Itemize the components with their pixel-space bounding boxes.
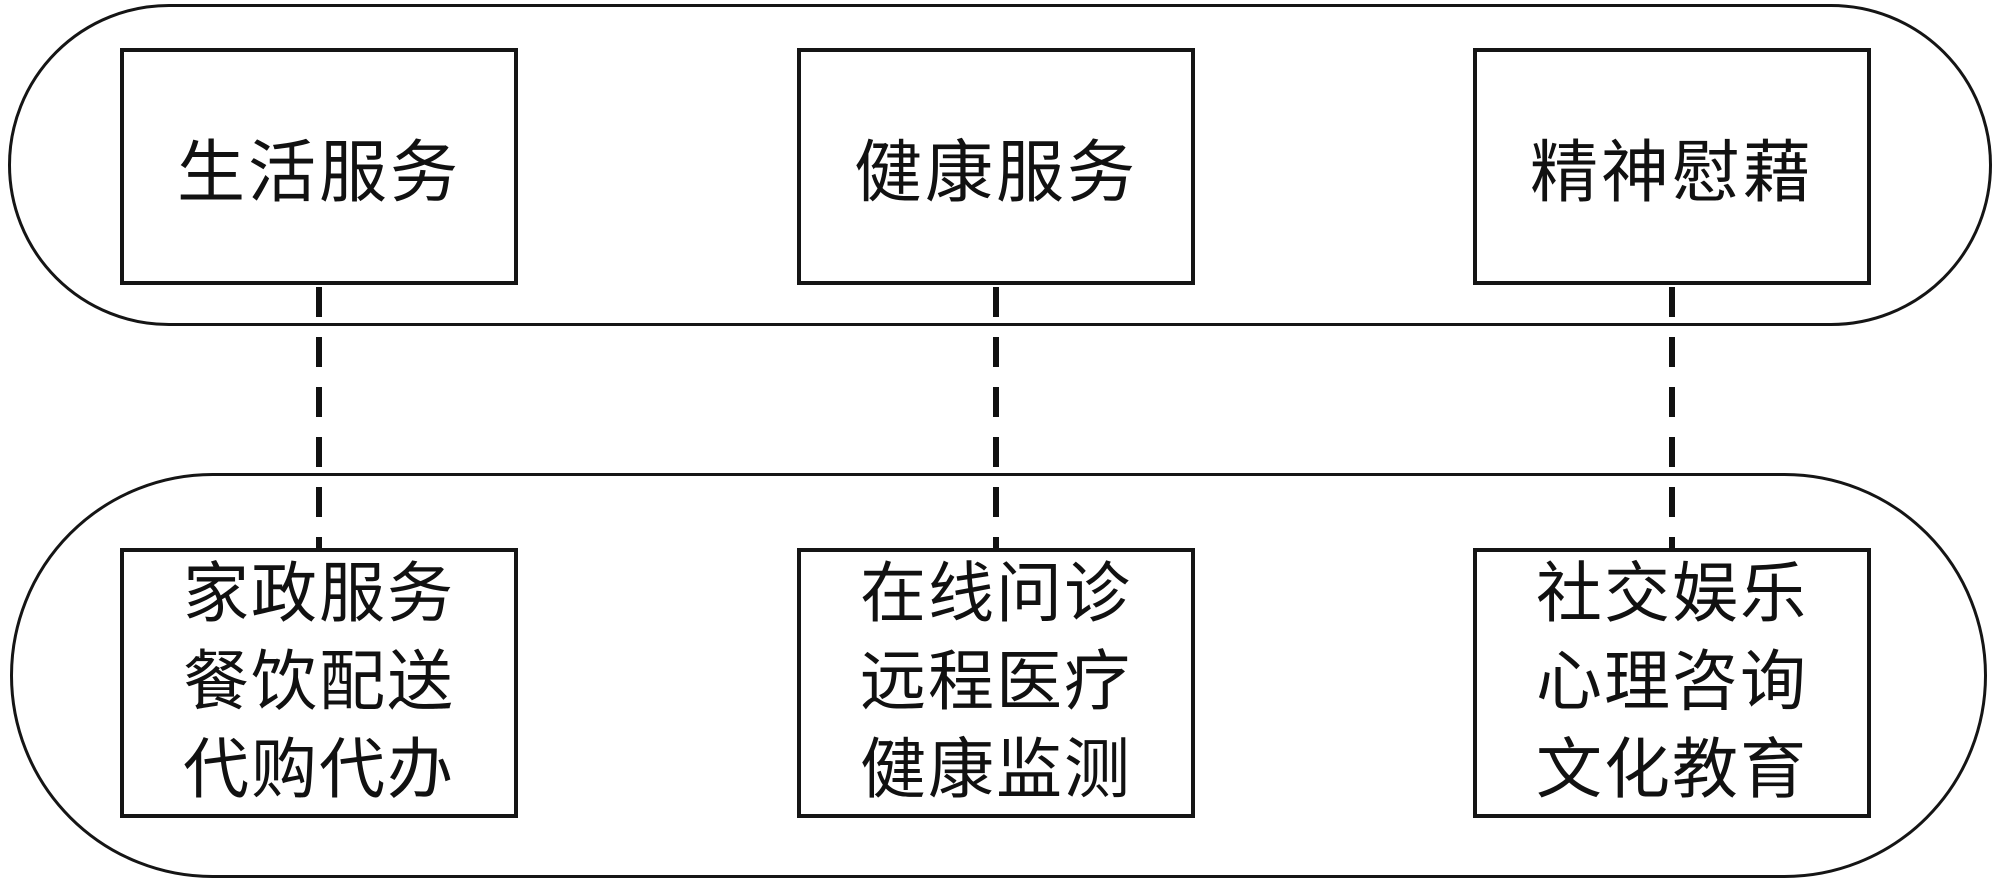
category-box-life-services: 生活服务 (120, 48, 518, 285)
sub-service-label: 心理咨询 (1536, 646, 1808, 719)
top-categories-group-outline (8, 4, 1992, 326)
sub-service-label: 社交娱乐 (1536, 558, 1808, 631)
category-label: 生活服务 (176, 135, 461, 211)
category-box-health-services: 健康服务 (797, 48, 1195, 285)
sub-services-box-spiritual: 社交娱乐 心理咨询 文化教育 (1473, 548, 1871, 818)
sub-services-box-life: 家政服务 餐饮配送 代购代办 (120, 548, 518, 818)
sub-service-label: 在线问诊 (860, 558, 1132, 631)
sub-service-label: 远程医疗 (860, 646, 1132, 719)
connector-dashed-line-1 (316, 287, 322, 548)
sub-service-label: 健康监测 (860, 734, 1132, 807)
sub-service-label: 餐饮配送 (183, 646, 455, 719)
sub-service-label: 代购代办 (183, 734, 455, 807)
sub-services-box-health: 在线问诊 远程医疗 健康监测 (797, 548, 1195, 818)
category-box-spiritual-comfort: 精神慰藉 (1473, 48, 1871, 285)
connector-dashed-line-3 (1669, 287, 1675, 548)
connector-dashed-line-2 (993, 287, 999, 548)
category-label: 精神慰藉 (1529, 135, 1814, 211)
sub-service-label: 文化教育 (1536, 734, 1808, 807)
category-label: 健康服务 (853, 135, 1138, 211)
sub-service-label: 家政服务 (183, 558, 455, 631)
